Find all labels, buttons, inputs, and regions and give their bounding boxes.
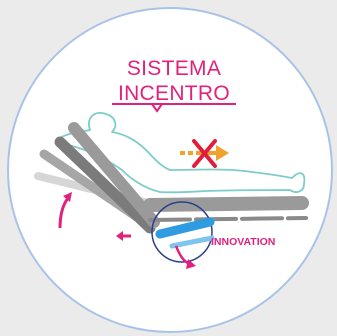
blocked-slide-arrow-icon (180, 145, 229, 161)
pivot-rotation-arrowhead (186, 259, 196, 269)
frame-seat-lower (148, 216, 308, 222)
frame-seat-upper (143, 196, 309, 212)
innovation-label: INNOVATION (211, 236, 275, 248)
pivot-element-shadow (169, 235, 215, 249)
title-line-2: INCENTRO (118, 82, 230, 105)
title-underline-pointer (151, 103, 163, 113)
tilt-arrowhead (63, 192, 72, 202)
slide-left-arrowhead (116, 231, 123, 241)
pivot-element (155, 217, 215, 239)
patient-outline (58, 112, 306, 194)
tilt-arrow-icon (58, 197, 70, 229)
backrest-position-dark (54, 136, 156, 234)
backrest-position-upright (68, 122, 160, 228)
title-line-1: SISTEMA (127, 57, 221, 80)
cross-icon (192, 139, 217, 168)
pivot-highlight-circle (151, 201, 213, 263)
